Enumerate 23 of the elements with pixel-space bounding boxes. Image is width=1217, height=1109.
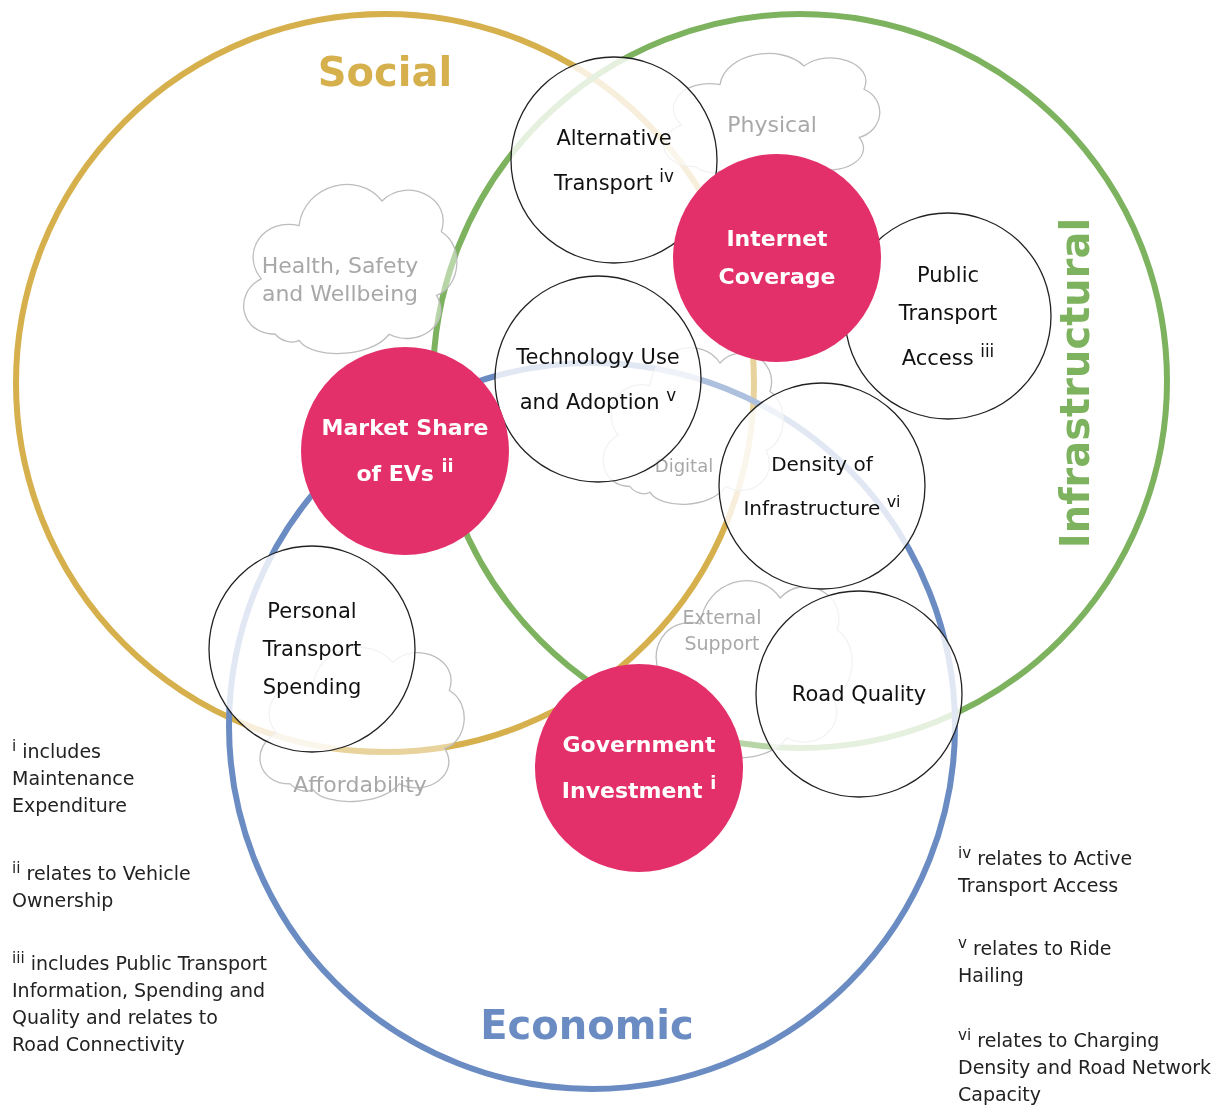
factor-label: Personal Transport Spending <box>261 598 363 701</box>
cloud-label: External Support <box>681 605 763 656</box>
cloud-label: Affordability <box>292 771 428 799</box>
footnote: $^{iv}$ relates to Active Transport Access <box>958 843 1134 899</box>
footnote: $^{i}$ includes Maintenance Expenditure <box>12 736 136 819</box>
footnote: $^{vi}$ relates to Charging Density and Road Network Capacity <box>958 1025 1213 1108</box>
circle-title: Social <box>317 49 453 95</box>
factor-label: Public Transport Access $^{iii}$ <box>897 261 999 372</box>
key-factor-label: Government Investment $^{i}$ <box>560 731 718 805</box>
cloud-label: Digital <box>653 454 715 478</box>
cloud-label: Health, Safety and Wellbeing <box>260 252 420 308</box>
circle-title: Infrastructural <box>1052 217 1098 549</box>
circle-title: Economic <box>480 1002 694 1048</box>
footnote: $^{iii}$ includes Public Transport Information, Spending and Quality and relates to Road Connectivity <box>12 948 267 1058</box>
factor-label: Technology Use and Adoption $^{v}$ <box>516 343 680 416</box>
cloud-label: Physical <box>726 111 818 139</box>
footnote: $^{ii}$ relates to Vehicle Ownership <box>12 858 192 914</box>
key-factor-label: Internet Coverage <box>717 225 837 291</box>
key-factor-label: Market Share of EVs $^{ii}$ <box>320 414 490 488</box>
factor-label: Alternative Transport $^{iv}$ <box>553 124 675 197</box>
factor-label: Density of Infrastructure $^{vi}$ <box>742 451 902 522</box>
factor-label: Road Quality <box>790 681 928 708</box>
footnote: $^{v}$ relates to Ride Hailing <box>958 933 1113 989</box>
